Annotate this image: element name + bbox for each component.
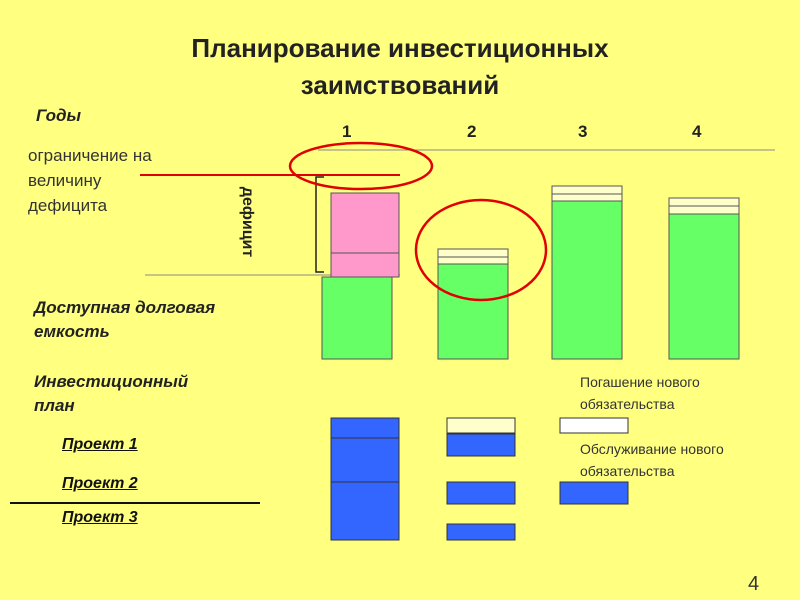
year3-repayment-block xyxy=(551,185,623,195)
year3-servicing-block xyxy=(551,193,623,202)
year2-repayment-block xyxy=(437,248,509,258)
plan-year2-repayment xyxy=(446,417,516,434)
plan-year2-project2 xyxy=(446,481,516,505)
plan-year3-project2 xyxy=(559,481,629,505)
year-3: 3 xyxy=(578,122,588,141)
deficit-bracket xyxy=(315,176,324,273)
deficit-label: дефицит xyxy=(239,186,256,258)
project-2-label: Проект 2 xyxy=(62,475,138,492)
highlight-ellipse-2 xyxy=(414,198,548,302)
debt-capacity-label: Доступная долговая емкость xyxy=(34,298,216,341)
title-line2: заимствований xyxy=(300,70,500,100)
year1-green-bar xyxy=(321,276,393,360)
year-4: 4 xyxy=(692,122,702,141)
constraint-label: ограничение на величину дефицита xyxy=(28,146,152,215)
year3-green-bar xyxy=(551,200,623,360)
plan-year1-block-b xyxy=(330,437,400,483)
year-1: 1 xyxy=(342,122,352,141)
year2-servicing-block xyxy=(437,256,509,265)
plan-year2-project1 xyxy=(446,433,516,457)
highlight-ellipse-1 xyxy=(288,141,434,191)
year1-deficit-lower xyxy=(330,252,400,278)
year4-servicing-block xyxy=(668,205,740,215)
legend-repayment-swatch xyxy=(559,417,629,434)
year-2: 2 xyxy=(467,122,477,141)
year2-green-bar xyxy=(437,263,509,360)
year4-green-bar xyxy=(668,213,740,360)
project-1-label: Проект 1 xyxy=(62,436,138,453)
year1-deficit-upper xyxy=(330,192,400,254)
legend-servicing-label: Обслуживание нового обязательства xyxy=(580,441,724,479)
title-line1: Планирование инвестиционных xyxy=(191,33,609,63)
plan-year2-project3 xyxy=(446,523,516,541)
project-3-label: Проект 3 xyxy=(62,509,138,526)
plan-year1-block-c xyxy=(330,481,400,541)
investment-plan-label: Инвестиционный план xyxy=(34,372,189,415)
year4-repayment-block xyxy=(668,197,740,207)
years-label: Годы xyxy=(36,106,81,125)
page-title: Планирование инвестиционных заимствовани… xyxy=(0,30,800,104)
legend-repayment-label: Погашение нового обязательства xyxy=(580,374,700,412)
page-number: 4 xyxy=(748,573,760,595)
